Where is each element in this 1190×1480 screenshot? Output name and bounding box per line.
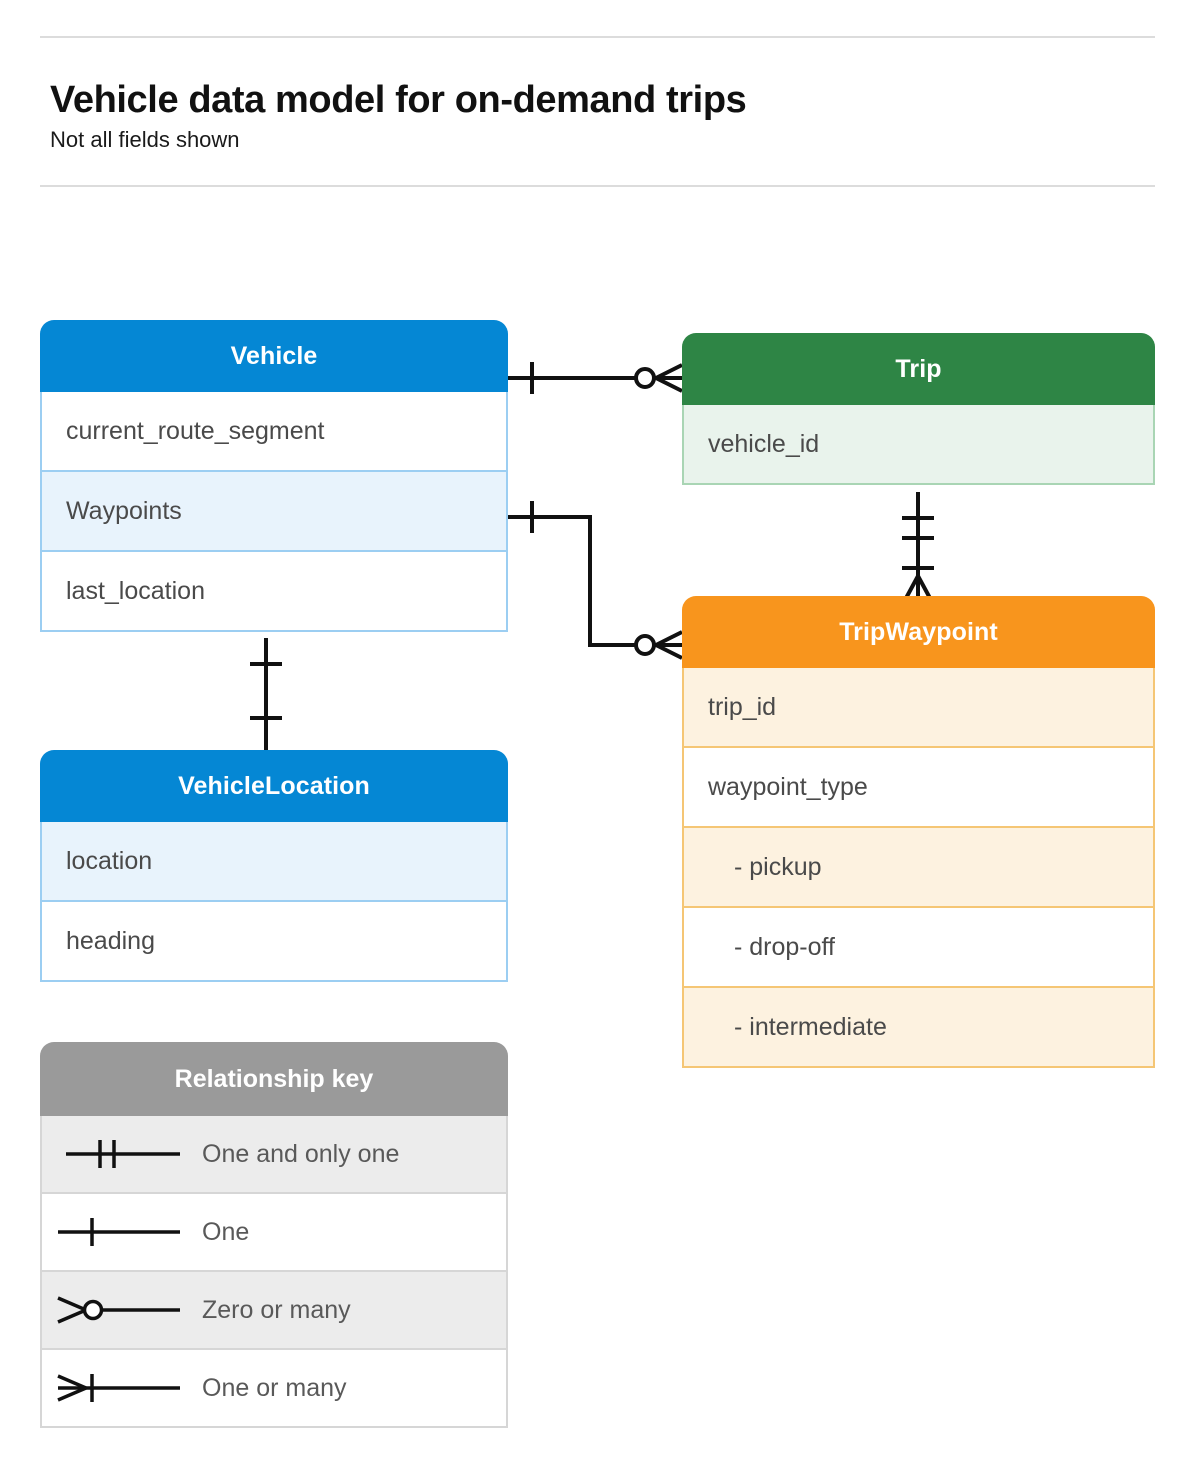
page-title: Vehicle data model for on-demand trips (50, 79, 747, 121)
entity-vehicle-title: Vehicle (230, 341, 318, 370)
field-row[interactable]: - pickup (682, 828, 1155, 908)
field-label: - pickup (734, 852, 822, 881)
entity-trip[interactable]: Trip vehicle_id (682, 333, 1155, 485)
field-label: trip_id (708, 692, 777, 721)
legend-item-label: Zero or many (202, 1295, 351, 1324)
legend-item: One or many (40, 1350, 508, 1428)
legend-item: One and only one (40, 1116, 508, 1194)
legend-item-label: One or many (202, 1373, 347, 1402)
header-divider-top (40, 36, 1155, 38)
entity-tripwaypoint-title: TripWaypoint (839, 617, 998, 646)
entity-vehicle-fields: current_route_segment Waypoints last_loc… (40, 392, 508, 632)
field-row[interactable]: - intermediate (682, 988, 1155, 1068)
field-label: heading (66, 926, 155, 955)
field-row[interactable]: current_route_segment (40, 392, 508, 472)
entity-vehiclelocation[interactable]: VehicleLocation location heading (40, 750, 508, 982)
field-row[interactable]: last_location (40, 552, 508, 632)
field-row[interactable]: trip_id (682, 668, 1155, 748)
legend-header: Relationship key (40, 1042, 508, 1116)
one-or-many-icon (42, 1368, 202, 1408)
one-and-only-one-icon (42, 1134, 202, 1174)
field-label: location (66, 846, 153, 875)
legend-item-label: One (202, 1217, 250, 1246)
legend-item: One (40, 1194, 508, 1272)
legend-item: Zero or many (40, 1272, 508, 1350)
legend-item-label: One and only one (202, 1139, 400, 1168)
legend-title: Relationship key (174, 1064, 374, 1093)
entity-trip-fields: vehicle_id (682, 405, 1155, 485)
field-label: - drop-off (734, 932, 835, 961)
entity-vehiclelocation-header: VehicleLocation (40, 750, 508, 822)
one-icon (42, 1212, 202, 1252)
field-row[interactable]: vehicle_id (682, 405, 1155, 485)
page-subtitle: Not all fields shown (50, 127, 240, 153)
field-label: last_location (66, 576, 205, 605)
connector-waypoints-tripwaypoint (508, 501, 683, 660)
entity-trip-title: Trip (895, 354, 942, 383)
entity-vehicle[interactable]: Vehicle current_route_segment Waypoints … (40, 320, 508, 632)
field-row[interactable]: - drop-off (682, 908, 1155, 988)
field-row[interactable]: location (40, 822, 508, 902)
entity-vehiclelocation-fields: location heading (40, 822, 508, 982)
field-label: vehicle_id (708, 429, 820, 458)
entity-trip-header: Trip (682, 333, 1155, 405)
connector-trip-tripwaypoint (902, 492, 934, 601)
page-header: Vehicle data model for on-demand trips N… (40, 36, 1155, 188)
field-row[interactable]: Waypoints (40, 472, 508, 552)
field-row[interactable]: heading (40, 902, 508, 982)
entity-tripwaypoint-header: TripWaypoint (682, 596, 1155, 668)
field-label: Waypoints (66, 496, 182, 525)
field-row[interactable]: waypoint_type (682, 748, 1155, 828)
relationship-key-legend: Relationship key One and only one (40, 1042, 508, 1428)
entity-vehicle-header: Vehicle (40, 320, 508, 392)
connector-vehicle-trip (508, 362, 683, 394)
field-label: current_route_segment (66, 416, 325, 445)
entity-tripwaypoint[interactable]: TripWaypoint trip_id waypoint_type - pic… (682, 596, 1155, 1068)
field-label: - intermediate (734, 1012, 887, 1041)
entity-tripwaypoint-fields: trip_id waypoint_type - pickup - drop-of… (682, 668, 1155, 1068)
zero-or-many-icon (42, 1290, 202, 1330)
field-label: waypoint_type (708, 772, 868, 801)
entity-vehiclelocation-title: VehicleLocation (178, 771, 370, 800)
header-divider-bottom-wrap (40, 185, 1155, 188)
header-divider-bottom (40, 185, 1155, 188)
connector-vehicle-vehiclelocation (250, 638, 282, 752)
